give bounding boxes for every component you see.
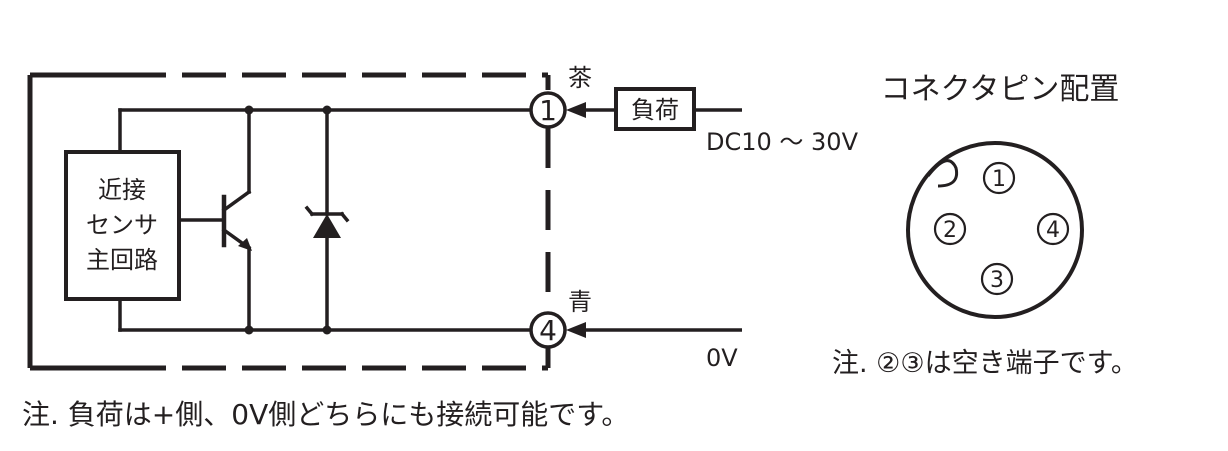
wire-color-blue: 青 — [568, 288, 592, 316]
supply-arrow-icon — [566, 102, 586, 118]
connector-pin-1 — [982, 161, 1016, 195]
sensor-main-circuit-box — [64, 150, 181, 301]
terminal-4-number: 4 — [539, 314, 557, 347]
connector-pins: 1 2 3 4 — [933, 161, 1070, 296]
junction-dots — [244, 105, 332, 335]
sensor-box-label-line1: 近接 — [98, 176, 146, 204]
ground-arrow-icon — [566, 322, 586, 338]
connector-pin-1-number: 1 — [992, 167, 1006, 192]
diode-icon — [313, 214, 341, 238]
connector-pin-3 — [980, 262, 1014, 296]
connector-title: コネクタピン配置 — [881, 72, 1120, 107]
connector-pin-4-number: 4 — [1046, 218, 1060, 243]
supply-voltage-label: DC10 ～ 30V — [706, 128, 859, 156]
load-box — [614, 87, 696, 131]
sensor-box-label-line3: 主回路 — [86, 246, 158, 274]
terminal-1 — [529, 91, 567, 129]
wire-color-brown: 茶 — [568, 64, 592, 92]
connector-key-notch — [926, 159, 959, 188]
load-connection-note: 注. 負荷は+側、0V側どちらにも接続可能です。 — [22, 398, 629, 431]
connector-pin-4 — [1036, 212, 1070, 246]
connector-pin-2 — [933, 212, 967, 246]
emitter-arrow-icon — [238, 238, 252, 251]
sensor-box-label-line2: センサ — [86, 211, 158, 239]
ground-label: 0V — [706, 344, 738, 372]
connector-note: 注. ②③は空き端子です。 — [832, 348, 1138, 379]
load-label: 負荷 — [631, 96, 679, 124]
connector-face — [906, 141, 1084, 319]
connector-pin-3-number: 3 — [990, 268, 1004, 293]
sensor-housing-outline — [27, 72, 551, 371]
terminal-1-number: 1 — [539, 94, 557, 127]
terminal-4 — [529, 311, 567, 349]
connector-pin-2-number: 2 — [943, 218, 957, 243]
